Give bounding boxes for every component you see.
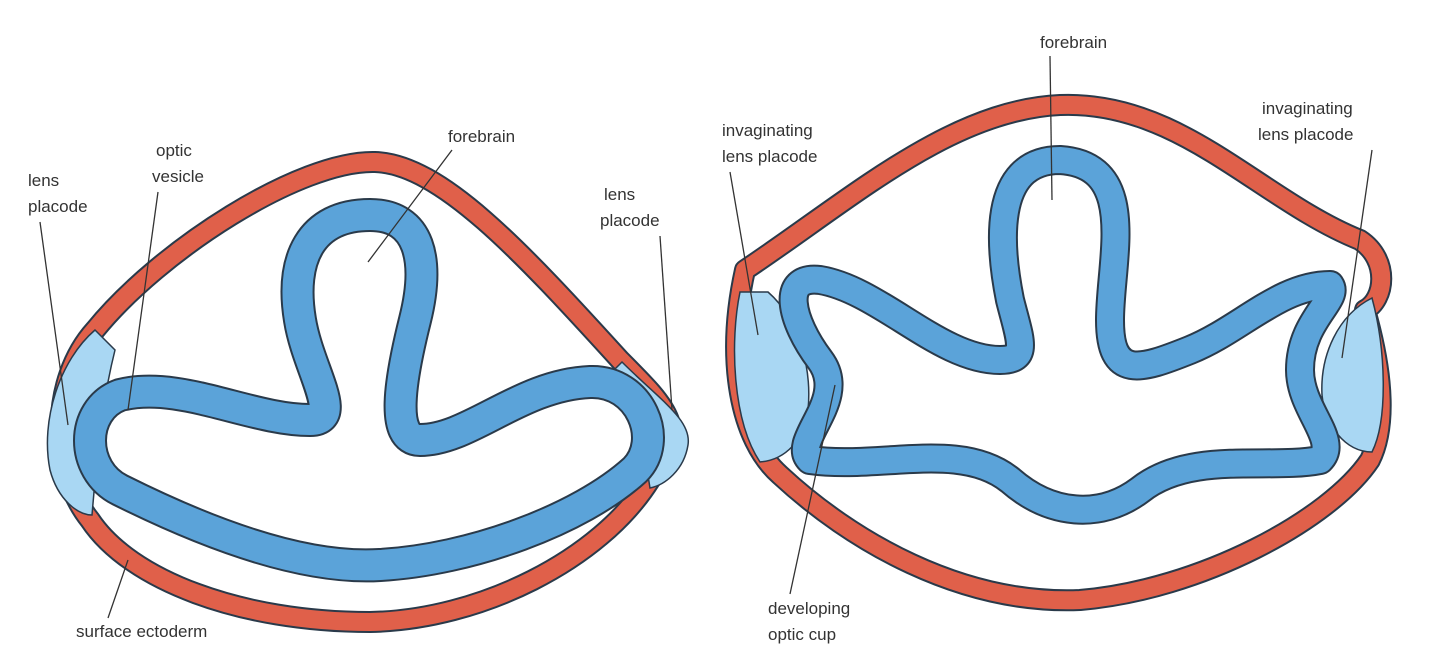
right-panel: invaginating lens placode forebrain inva… <box>722 33 1393 644</box>
label-forebrain-right: forebrain <box>1040 33 1107 52</box>
label-lens-placode-right-line1: lens <box>604 185 635 204</box>
label-developing-optic-cup-line2: optic cup <box>768 625 836 644</box>
label-surface-ectoderm: surface ectoderm <box>76 622 207 641</box>
right-neural-tube <box>778 145 1347 525</box>
leader-optic-vesicle <box>127 191 159 411</box>
right-lens-placode-right <box>1321 296 1384 453</box>
leader-developing-optic-cup <box>789 384 836 595</box>
leader-lens-placode-left <box>39 221 69 426</box>
label-invaginating-left-line2: lens placode <box>722 147 817 166</box>
left-panel: lens placode optic vesicle forebrain len… <box>28 127 689 641</box>
label-lens-placode-right: lens placode <box>600 185 660 230</box>
leader-forebrain-left <box>367 149 453 263</box>
label-invaginating-right-line1: invaginating <box>1262 99 1353 118</box>
leader-lens-placode-right <box>659 235 673 411</box>
leader-forebrain-right <box>1049 55 1053 201</box>
label-optic-vesicle-line2: vesicle <box>152 167 204 186</box>
label-developing-optic-cup-line1: developing <box>768 599 850 618</box>
leader-invaginating-right <box>1341 149 1373 359</box>
label-lens-placode-left-line2: placode <box>28 197 88 216</box>
left-neural-tube <box>73 198 665 583</box>
label-lens-placode-right-line2: placode <box>600 211 660 230</box>
label-lens-placode-left-line1: lens <box>28 171 59 190</box>
label-developing-optic-cup: developing optic cup <box>768 599 855 644</box>
label-forebrain-left: forebrain <box>448 127 515 146</box>
label-lens-placode-left: lens placode <box>28 171 88 216</box>
label-invaginating-right: invaginating lens placode <box>1258 99 1357 144</box>
label-optic-vesicle-line1: optic <box>156 141 192 160</box>
leader-surface-ectoderm <box>107 559 129 619</box>
label-invaginating-left: invaginating lens placode <box>722 121 817 166</box>
leader-invaginating-left <box>729 171 759 336</box>
label-invaginating-right-line2: lens placode <box>1258 125 1353 144</box>
label-invaginating-left-line1: invaginating <box>722 121 813 140</box>
label-optic-vesicle: optic vesicle <box>152 141 204 186</box>
